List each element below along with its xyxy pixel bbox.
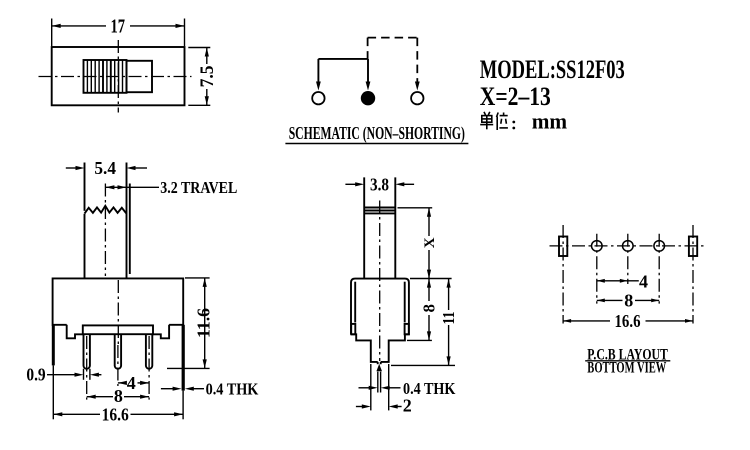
svg-text:0.4 THK: 0.4 THK bbox=[403, 379, 456, 398]
svg-text:16.6: 16.6 bbox=[615, 311, 641, 331]
svg-text:4: 4 bbox=[127, 373, 136, 393]
svg-text:7.5: 7.5 bbox=[197, 65, 218, 87]
svg-text:X: X bbox=[422, 237, 438, 248]
svg-text:P.C.B LAYOUT: P.C.B LAYOUT bbox=[587, 346, 668, 363]
svg-text:16.6: 16.6 bbox=[102, 404, 129, 424]
svg-text:3.8: 3.8 bbox=[370, 174, 389, 194]
svg-text:8: 8 bbox=[420, 304, 439, 313]
svg-text:8: 8 bbox=[624, 291, 633, 311]
svg-text:11.6: 11.6 bbox=[194, 308, 214, 338]
svg-text:X=2–13: X=2–13 bbox=[480, 82, 551, 111]
svg-text:0.9: 0.9 bbox=[26, 365, 46, 385]
svg-text:11: 11 bbox=[439, 312, 458, 325]
svg-text:17: 17 bbox=[111, 16, 126, 38]
svg-text:BOTTOM VIEW: BOTTOM VIEW bbox=[587, 359, 666, 376]
svg-text:4: 4 bbox=[639, 271, 648, 291]
svg-text:2: 2 bbox=[403, 396, 412, 416]
svg-text:SCHEMATIC (NON–SHORTING): SCHEMATIC (NON–SHORTING) bbox=[289, 123, 465, 144]
svg-text:mm: mm bbox=[532, 109, 567, 134]
svg-text:5.4: 5.4 bbox=[94, 158, 116, 178]
svg-text:MODEL:SS12F03: MODEL:SS12F03 bbox=[480, 55, 625, 84]
svg-text:3.2 TRAVEL: 3.2 TRAVEL bbox=[160, 178, 237, 197]
svg-text:8: 8 bbox=[114, 386, 123, 406]
svg-text:0.4 THK: 0.4 THK bbox=[206, 380, 259, 399]
